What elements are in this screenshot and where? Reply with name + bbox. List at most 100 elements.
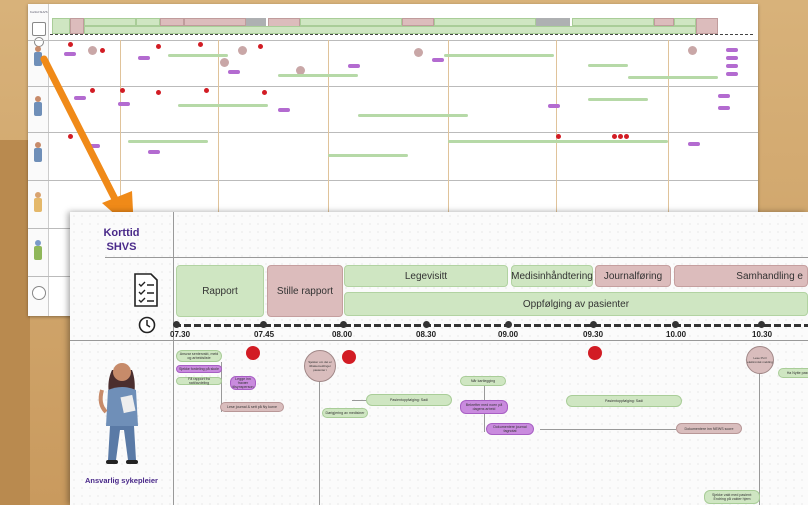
red-alert-dot <box>342 350 356 364</box>
ov-purple-bar <box>548 104 560 108</box>
ov-green-bar <box>278 74 358 77</box>
phase-rapport: Rapport <box>176 265 264 317</box>
connector-line <box>540 429 676 430</box>
ov-lane-line <box>28 132 758 133</box>
ov-guide <box>556 40 557 316</box>
time-label: 09.00 <box>498 330 519 339</box>
row-divider <box>105 257 808 258</box>
ov-red-dot <box>100 48 105 53</box>
task-note: Dokumentere journal fagnotat <box>486 423 534 435</box>
ov-green-bar <box>128 140 208 143</box>
ov-red-dot <box>156 90 161 95</box>
ov-purple-bar <box>432 58 444 62</box>
time-tick <box>173 321 180 328</box>
ov-chip <box>184 18 246 26</box>
ov-chip <box>572 18 654 26</box>
timeline-axis <box>174 324 808 327</box>
ov-chip <box>70 18 84 34</box>
connector-line <box>759 372 760 505</box>
ov-chip <box>434 18 536 26</box>
checklist-icon <box>134 273 158 307</box>
ov-purple-bar <box>278 108 290 112</box>
time-tick <box>505 321 512 328</box>
ov-purple-bar <box>118 102 130 106</box>
ov-chip <box>300 18 402 26</box>
ov-red-dot <box>204 88 209 93</box>
task-note: Sjekke fordeling på skole <box>176 365 222 373</box>
ov-purple-bar <box>228 70 240 74</box>
red-alert-dot <box>588 346 602 360</box>
task-note: Få rapport fra natt/avdeling <box>176 377 222 385</box>
zoomed-board: Korttid SHVS Rapport Stille rapport Lege… <box>70 212 808 505</box>
ov-purple-bar <box>718 106 730 110</box>
ov-purple-bar <box>88 144 100 148</box>
ov-purple-bar <box>74 96 86 100</box>
phase-journalforing: Journalføring <box>595 265 671 287</box>
ov-guide <box>120 40 121 316</box>
ov-red-dot <box>68 42 73 47</box>
ov-chip <box>136 18 160 26</box>
checklist-icon <box>32 22 46 36</box>
ov-green-bar <box>444 54 554 57</box>
ov-circle <box>414 48 423 57</box>
ov-chip <box>52 18 70 34</box>
phase-samhandling: Samhandling e <box>674 265 808 287</box>
task-note: Dørigjering av medisiner <box>322 408 368 418</box>
task-note: Pasientoppfølging: Sadi <box>566 395 682 407</box>
ov-red-dot <box>120 88 125 93</box>
ov-green-bar <box>588 64 628 67</box>
time-tick <box>590 321 597 328</box>
task-note: Legge inn fravær tilsynsperson <box>230 376 256 390</box>
ov-circle <box>88 46 97 55</box>
time-tick <box>423 321 430 328</box>
time-label: 08.30 <box>416 330 437 339</box>
row-divider <box>70 340 808 341</box>
task-note: Sjekke vakt med pasient: Endring på vakt… <box>704 490 760 504</box>
time-tick <box>340 321 347 328</box>
ov-red-dot <box>156 44 161 49</box>
phase-label: Oppfølging av pasienter <box>522 298 630 310</box>
time-label: 09.30 <box>583 330 604 339</box>
task-circle: Sjekker om det er tilbakemeldinger pasie… <box>304 350 336 382</box>
ov-lane-line <box>28 180 758 181</box>
ov-guide <box>218 40 219 316</box>
ov-guide <box>668 40 669 316</box>
orange-arrow-icon <box>40 55 134 231</box>
ov-red-dot <box>90 88 95 93</box>
time-tick <box>260 321 267 328</box>
ov-guide <box>448 40 449 316</box>
overview-left-column: Korttid SHVS <box>28 4 49 316</box>
time-tick <box>672 321 679 328</box>
ov-purple-bar <box>726 64 738 68</box>
phase-label: Journalføring <box>603 270 663 282</box>
overview-title: Korttid SHVS <box>30 10 48 14</box>
ov-purple-bar <box>726 56 738 60</box>
task-note: Når kartlegging <box>460 376 506 386</box>
family-icon <box>31 240 45 262</box>
ov-purple-bar <box>726 72 738 76</box>
nurse-figure-icon <box>31 142 45 164</box>
phase-medisinhandtering: Medisinhåndtering <box>511 265 593 287</box>
ov-chip <box>160 18 184 26</box>
ov-green-bar <box>178 104 268 107</box>
wall-strip <box>0 140 30 505</box>
ov-green-bar <box>358 114 468 117</box>
ov-circle <box>688 46 697 55</box>
time-label: 07.45 <box>254 330 275 339</box>
clock-icon <box>138 316 156 334</box>
ov-lane-line <box>28 40 758 41</box>
ov-purple-bar <box>348 64 360 68</box>
nurse-figure-icon <box>31 46 45 68</box>
ov-timeline <box>50 34 755 35</box>
connector-line <box>352 400 372 401</box>
time-tick <box>758 321 765 328</box>
ov-green-bar <box>448 140 668 143</box>
time-label: 10.30 <box>752 330 773 339</box>
time-label: 10.00 <box>666 330 687 339</box>
ov-red-dot <box>618 134 623 139</box>
phase-label: Rapport <box>202 285 238 297</box>
phase-oppfolging: Oppfølging av pasienter <box>344 292 808 316</box>
ov-red-dot <box>68 134 73 139</box>
phase-legevisitt: Legevisitt <box>344 265 508 287</box>
connector-line <box>221 362 222 412</box>
